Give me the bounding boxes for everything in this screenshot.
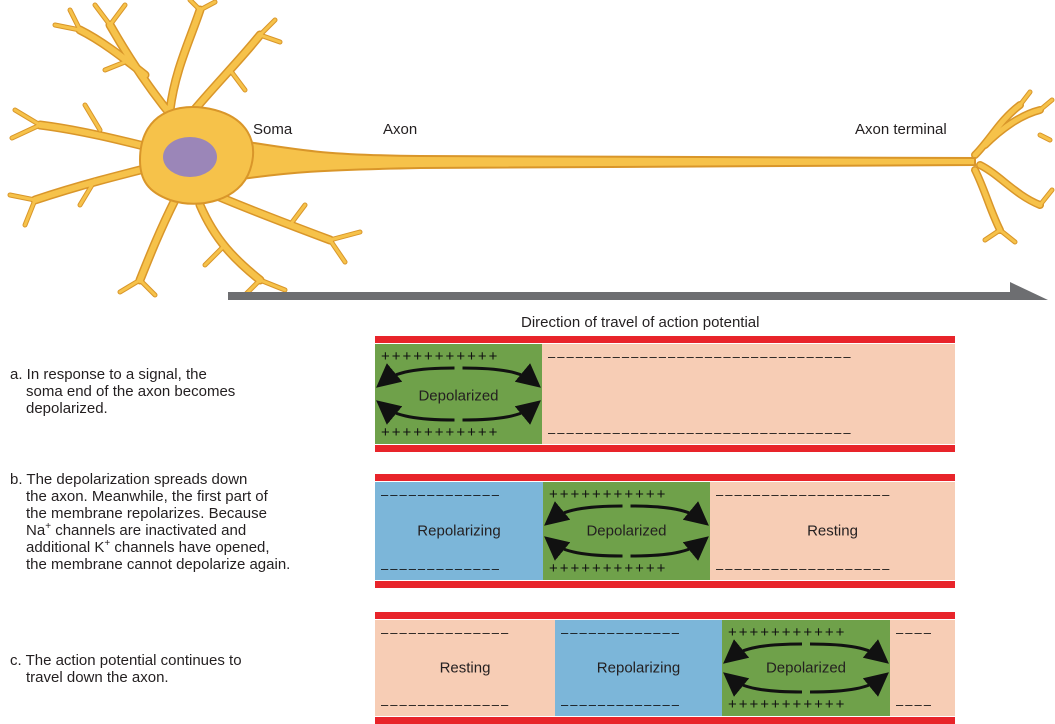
- step-b-line: b. The depolarization spreads down: [10, 471, 290, 488]
- segment-label-depolarized: Depolarized: [766, 660, 846, 677]
- step-a-line: depolarized.: [10, 400, 235, 417]
- membrane-top: [375, 612, 955, 619]
- negative-charges: ––––: [896, 625, 933, 640]
- positive-charges: +++++++++++: [549, 486, 667, 503]
- membrane-bottom: [375, 717, 955, 724]
- segment-label-depolarized: Depolarized: [418, 388, 498, 405]
- soma-label: Soma: [253, 121, 292, 138]
- step-c-line: c. The action potential continues to: [10, 652, 242, 669]
- segment-label-resting: Resting: [807, 523, 858, 540]
- step-b-line: the axon. Meanwhile, the first part of: [10, 488, 290, 505]
- positive-charges: +++++++++++: [549, 560, 667, 577]
- step-b-line: Na+ channels are inactivated and: [10, 522, 290, 539]
- negative-charges: –––––––––––––––––––: [716, 561, 891, 576]
- negative-charges: –––––––––––––––––––: [716, 487, 891, 502]
- negative-charges: ––––––––––––––: [381, 625, 510, 640]
- direction-arrow-head: [1010, 282, 1048, 300]
- axon-terminal-label: Axon terminal: [855, 121, 947, 138]
- positive-charges: +++++++++++: [381, 348, 499, 365]
- negative-charges: ––––––––––––––: [381, 697, 510, 712]
- membrane-bottom: [375, 445, 955, 452]
- negative-charges: –––––––––––––: [561, 625, 681, 640]
- axon-label: Axon: [383, 121, 417, 138]
- positive-charges: +++++++++++: [381, 424, 499, 441]
- step-b-description: b. The depolarization spreads down the a…: [10, 471, 290, 573]
- nucleus: [163, 137, 217, 177]
- axon-panel-a: +++++++++++ +++++++++++ ––––––––––––––––––…: [375, 336, 955, 452]
- step-b-text: channels are inactivated and: [51, 522, 246, 539]
- step-a-line: a. In response to a signal, the: [10, 366, 235, 383]
- segment-label-repolarizing: Repolarizing: [417, 523, 500, 540]
- negative-charges: ––––: [896, 697, 933, 712]
- negative-charges: –––––––––––––: [561, 697, 681, 712]
- step-a-description: a. In response to a signal, the soma end…: [10, 366, 235, 417]
- axon-shape: [235, 140, 975, 180]
- potassium-text: additional K: [26, 539, 104, 556]
- negative-charges: –––––––––––––: [381, 487, 501, 502]
- membrane-top: [375, 474, 955, 481]
- segment-label-resting: Resting: [440, 660, 491, 677]
- step-b-line: the membrane repolarizes. Because: [10, 505, 290, 522]
- axon-panel-b: ––––––––––––– ––––––––––––– +++++++++++ +++…: [375, 474, 955, 588]
- negative-charges: –––––––––––––: [381, 561, 501, 576]
- sodium-text: Na: [26, 522, 45, 539]
- positive-charges: +++++++++++: [728, 624, 846, 641]
- axon-panel-c: ––––––––––––––––––––––––––––––––––––––––…: [375, 612, 955, 724]
- segment-label-depolarized: Depolarized: [586, 523, 666, 540]
- step-c-description: c. The action potential continues to tra…: [10, 652, 242, 686]
- direction-label: Direction of travel of action potential: [521, 314, 759, 331]
- step-b-line: additional K+ channels have opened,: [10, 539, 290, 556]
- positive-charges: +++++++++++: [728, 696, 846, 713]
- direction-arrow-shaft: [228, 292, 1010, 300]
- negative-charges: –––––––––––––––––––––––––––––––––: [548, 425, 853, 440]
- membrane-bottom: [375, 581, 955, 588]
- step-a-line: soma end of the axon becomes: [10, 383, 235, 400]
- negative-charges: –––––––––––––––––––––––––––––––––: [548, 349, 853, 364]
- neuron-illustration: [0, 0, 1055, 300]
- step-c-line: travel down the axon.: [10, 669, 242, 686]
- membrane-top: [375, 336, 955, 343]
- segment-label-repolarizing: Repolarizing: [597, 660, 680, 677]
- step-b-text: channels have opened,: [110, 539, 269, 556]
- step-b-line: the membrane cannot depolarize again.: [10, 556, 290, 573]
